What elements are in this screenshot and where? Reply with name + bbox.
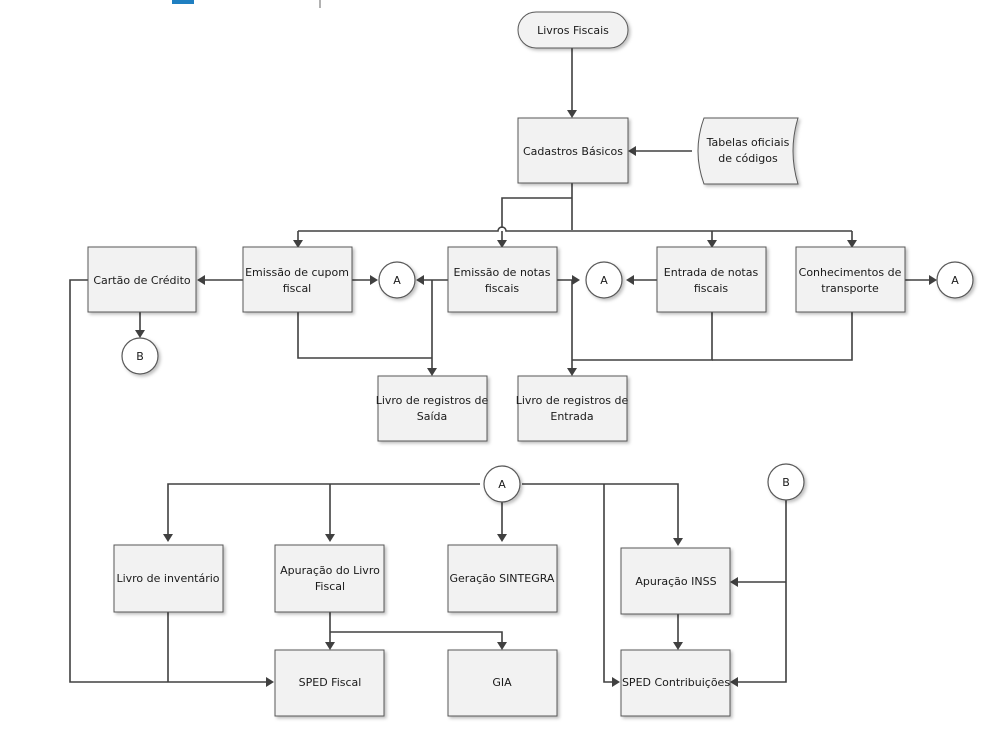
connector-b-2: B <box>767 463 805 501</box>
node-apuracao-inss: Apuração INSS <box>620 547 731 615</box>
node-conhecimentos-line-2: transporte <box>821 282 879 295</box>
node-apuracao-inss-label: Apuração INSS <box>635 575 716 588</box>
header-accent-bar <box>172 0 194 4</box>
node-livro-inventario: Livro de inventário <box>113 544 224 613</box>
connector-a-1: A <box>378 261 416 299</box>
node-cartao-credito: Cartão de Crédito <box>87 246 197 313</box>
connector-a-2: A <box>585 261 623 299</box>
node-livros-fiscais-label: Livros Fiscais <box>537 24 609 37</box>
node-tabelas-oficiais: Tabelas oficiais de códigos <box>697 117 799 185</box>
connector-a-1-label: A <box>393 274 401 287</box>
node-emissao-cupom: Emissão de cupom fiscal <box>242 246 353 313</box>
connector-a-2-label: A <box>600 274 608 287</box>
node-geracao-sintegra-label: Geração SINTEGRA <box>450 572 555 585</box>
node-cadastros-basicos-label: Cadastros Básicos <box>523 145 623 158</box>
node-gia-label: GIA <box>492 676 512 689</box>
node-gia: GIA <box>447 649 558 717</box>
node-livro-entrada: Livro de registros de Entrada <box>516 375 629 442</box>
node-livro-saida: Livro de registros de Saída <box>376 375 489 442</box>
node-emissao-cupom-line-2: fiscal <box>283 282 312 295</box>
node-conhecimentos-line-1: Conhecimentos de <box>799 266 902 279</box>
connector-b-1-label: B <box>136 350 144 363</box>
node-entrada-notas: Entrada de notas fiscais <box>656 246 767 313</box>
node-sped-fiscal: SPED Fiscal <box>274 649 385 717</box>
node-cadastros-basicos: Cadastros Básicos <box>517 117 629 184</box>
node-livro-saida-line-1: Livro de registros de <box>376 394 489 407</box>
node-apuracao-livro-line-2: Fiscal <box>315 580 345 593</box>
connector-a-3: A <box>936 261 974 299</box>
node-apuracao-livro-line-1: Apuração do Livro <box>280 564 380 577</box>
connector-b-2-label: B <box>782 476 790 489</box>
node-sped-contribuicoes-label: SPED Contribuições <box>622 676 730 689</box>
connector-a-4: A <box>483 465 521 503</box>
node-cartao-credito-label: Cartão de Crédito <box>93 274 191 287</box>
node-emissao-notas-line-2: fiscais <box>485 282 520 295</box>
node-tabelas-oficiais-line-2: de códigos <box>718 152 778 165</box>
node-livro-saida-line-2: Saída <box>417 410 448 423</box>
node-livro-inventario-label: Livro de inventário <box>116 572 219 585</box>
connector-a-3-label: A <box>951 274 959 287</box>
connector-a-4-label: A <box>498 478 506 491</box>
node-conhecimentos: Conhecimentos de transporte <box>795 246 906 313</box>
connector-lines <box>69 48 937 687</box>
node-entrada-notas-line-1: Entrada de notas <box>664 266 759 279</box>
node-emissao-notas: Emissão de notas fiscais <box>447 246 558 313</box>
node-tabelas-oficiais-line-1: Tabelas oficiais <box>706 136 790 149</box>
node-geracao-sintegra: Geração SINTEGRA <box>447 544 558 613</box>
node-apuracao-livro: Apuração do Livro Fiscal <box>274 544 385 613</box>
node-livro-entrada-line-1: Livro de registros de <box>516 394 629 407</box>
node-emissao-notas-line-1: Emissão de notas <box>454 266 551 279</box>
node-livros-fiscais: Livros Fiscais <box>517 11 629 49</box>
node-livro-entrada-line-2: Entrada <box>550 410 593 423</box>
node-emissao-cupom-line-1: Emissão de cupom <box>245 266 349 279</box>
connector-b-1: B <box>121 337 159 375</box>
node-entrada-notas-line-2: fiscais <box>694 282 729 295</box>
node-sped-fiscal-label: SPED Fiscal <box>299 676 362 689</box>
node-sped-contribuicoes: SPED Contribuições <box>620 649 731 717</box>
